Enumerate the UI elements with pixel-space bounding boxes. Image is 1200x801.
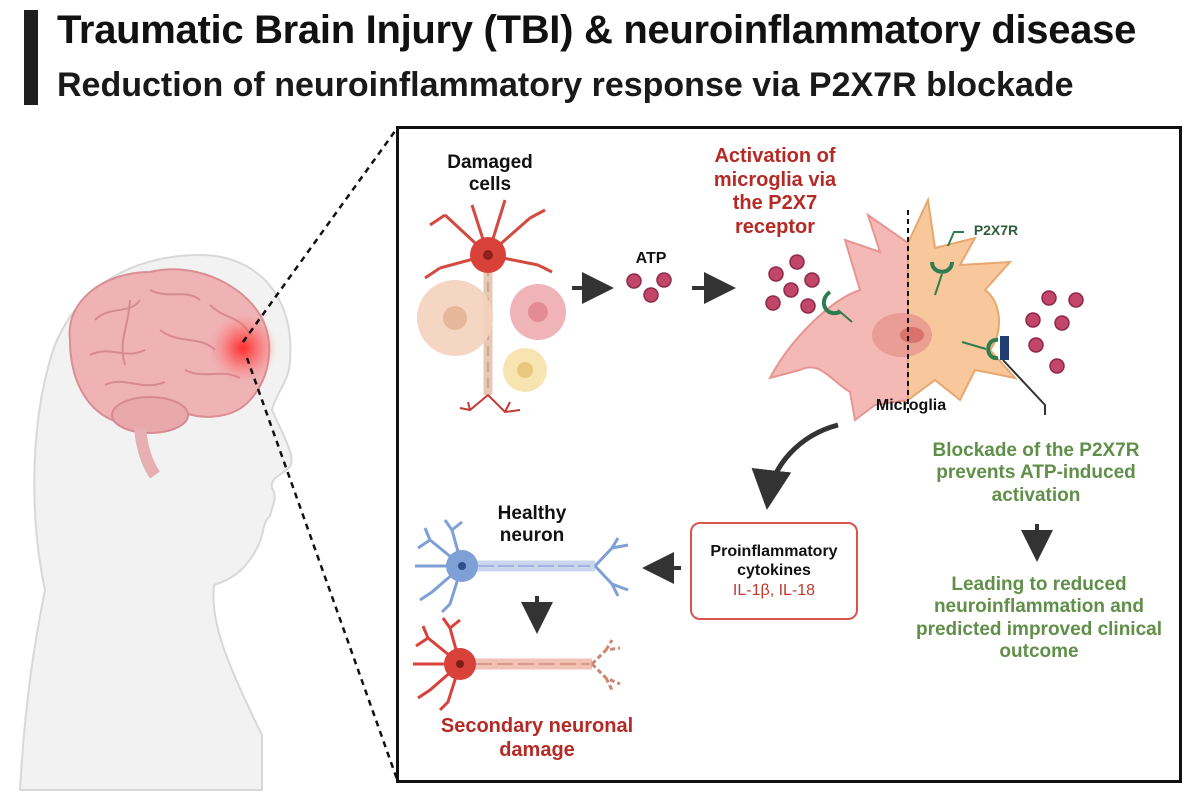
atp-molecule-icon <box>626 254 1084 374</box>
secondary-damage-label: Secondary neuronal damage <box>440 715 634 761</box>
receptor-blocker-icon <box>1000 336 1009 360</box>
title-accent-bar <box>24 10 38 105</box>
page-title: Traumatic Brain Injury (TBI) & neuroinfl… <box>57 8 1137 52</box>
arrow-to-cytokines <box>751 422 839 510</box>
zoom-line-bottom <box>245 357 400 783</box>
cytokines-title: Proinflammatory cytokines <box>710 543 838 580</box>
activation-label: Activation of microglia via the P2X7 rec… <box>713 145 837 238</box>
healthy-neuron-icon <box>415 519 629 614</box>
damaged-neuron-icon <box>413 617 621 712</box>
p2x7-receptor-icon <box>821 261 999 361</box>
cytokines-list: IL-1β, IL-18 <box>732 582 816 600</box>
page-subtitle: Reduction of neuroinflammatory response … <box>57 66 1074 104</box>
blockade-label: Blockade of the P2X7R prevents ATP-induc… <box>932 440 1140 506</box>
atp-label: ATP <box>635 250 667 267</box>
outcome-label: Leading to reduced neuroinflammation and… <box>915 574 1163 663</box>
healthy-neuron-label: Healthy neuron <box>497 503 567 547</box>
p2x7r-leader <box>947 231 964 247</box>
blockade-leader <box>1002 359 1046 415</box>
injury-glow <box>209 314 277 382</box>
brain-icon <box>68 268 277 479</box>
damaged-cells-label: Damaged cells <box>447 152 533 196</box>
zoom-line-top <box>241 126 400 343</box>
p2x7r-label: P2X7R <box>973 222 1019 238</box>
cytokines-box: Proinflammatory cytokines IL-1β, IL-18 <box>690 522 858 620</box>
damaged-neuron-icon <box>417 199 566 414</box>
microglia-label: Microglia <box>875 397 947 414</box>
